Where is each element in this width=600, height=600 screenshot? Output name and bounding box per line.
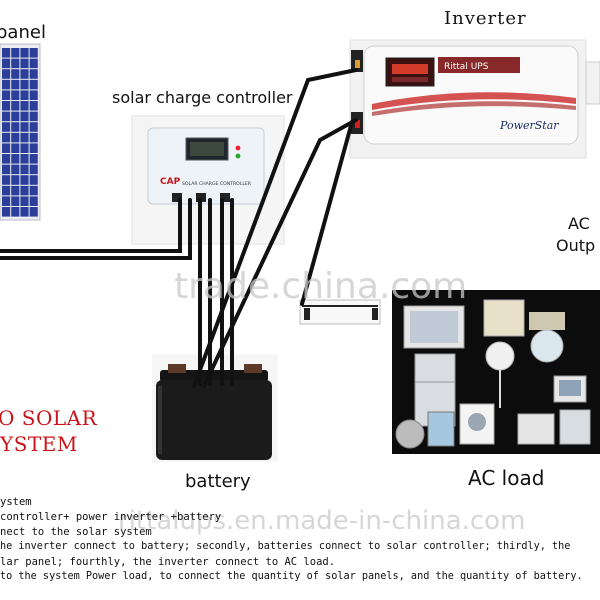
solar-cell — [20, 207, 29, 217]
solar-cell — [29, 185, 38, 196]
solar-cell — [2, 90, 11, 100]
charge-controller-label: solar charge controller — [112, 88, 293, 107]
solar-panel-label: panel — [0, 22, 46, 43]
solar-cell — [11, 90, 20, 100]
solar-cell — [11, 58, 20, 69]
note-line-1: ystem — [0, 496, 32, 508]
solar-cell — [29, 48, 38, 58]
system-title-line2: YSTEM — [0, 432, 78, 456]
battery-unit — [152, 354, 278, 462]
ac-output-label-2: Outp — [556, 236, 596, 255]
solar-cell — [2, 143, 11, 153]
solar-cell — [20, 175, 29, 185]
note-line-6: to the system Power load, to connect the… — [0, 571, 583, 582]
note-line-2: controller+ power inverter +battery — [0, 511, 222, 523]
solar-cell — [2, 69, 11, 79]
solar-cell — [2, 196, 11, 206]
solar-cell — [20, 48, 29, 58]
solar-cell — [11, 79, 20, 90]
solar-cell — [20, 143, 29, 153]
solar-cell — [20, 164, 29, 175]
inverter-brand-text: PowerStar — [499, 119, 559, 132]
solar-cell — [2, 48, 11, 58]
solar-cell — [29, 207, 38, 217]
note-line-3: nect to the solar system — [0, 526, 152, 538]
solar-cell — [29, 175, 38, 185]
solar-cell — [29, 69, 38, 79]
inverter-badge-text: Rittal UPS — [444, 62, 489, 72]
solar-cell — [20, 101, 29, 111]
solar-cell — [11, 175, 20, 185]
solar-cell — [11, 185, 20, 196]
solar-cell — [11, 69, 20, 79]
solar-cell — [20, 58, 29, 69]
ac-load-appliances — [392, 290, 600, 454]
ac-output-label-1: AC — [568, 214, 590, 233]
wiring — [0, 68, 358, 388]
solar-cell — [11, 111, 20, 122]
solar-cell — [2, 132, 11, 143]
battery-label: battery — [185, 471, 251, 492]
solar-cell — [20, 69, 29, 79]
solar-cell — [2, 175, 11, 185]
controller-led-icon — [235, 145, 241, 151]
solar-cell — [20, 122, 29, 132]
solar-cell — [20, 154, 29, 164]
solar-panel-cells — [2, 48, 38, 217]
solar-cell — [2, 111, 11, 122]
solar-cell — [2, 58, 11, 69]
inverter-unit: Rittal UPS PowerStar — [349, 39, 600, 159]
solar-cell — [29, 164, 38, 175]
solar-cell — [20, 79, 29, 90]
system-title-line1: O SOLAR — [0, 406, 98, 430]
inverter-label: Inverter — [444, 8, 527, 29]
solar-cell — [2, 101, 11, 111]
solar-cell — [29, 143, 38, 153]
ac-output-socket — [299, 299, 381, 325]
solar-cell — [29, 79, 38, 90]
solar-cell — [11, 143, 20, 153]
solar-cell — [2, 207, 11, 217]
solar-cell — [11, 154, 20, 164]
solar-cell — [29, 196, 38, 206]
solar-cell — [11, 122, 20, 132]
solar-cell — [20, 90, 29, 100]
note-line-4: he inverter connect to battery; secondly… — [0, 541, 571, 552]
solar-cell — [11, 48, 20, 58]
controller-led-icon — [235, 153, 241, 159]
solar-cell — [29, 58, 38, 69]
solar-cell — [20, 196, 29, 206]
solar-cell — [29, 154, 38, 164]
solar-panel — [0, 43, 41, 221]
solar-cell — [2, 164, 11, 175]
solar-cell — [20, 185, 29, 196]
solar-cell — [20, 132, 29, 143]
solar-cell — [11, 164, 20, 175]
solar-cell — [29, 122, 38, 132]
solar-cell — [2, 185, 11, 196]
solar-cell — [29, 111, 38, 122]
solar-cell — [29, 132, 38, 143]
controller-name-text: SOLAR CHARGE CONTROLLER — [182, 181, 252, 187]
solar-cell — [11, 196, 20, 206]
solar-cell — [29, 90, 38, 100]
watermark-bottom: rittalups.en.made-in-china.com — [118, 506, 526, 536]
watermark-center: trade.china.com — [174, 266, 468, 307]
solar-cell — [2, 79, 11, 90]
solar-cell — [20, 111, 29, 122]
solar-cell — [11, 207, 20, 217]
solar-cell — [2, 122, 11, 132]
solar-cell — [11, 101, 20, 111]
solar-cell — [2, 154, 11, 164]
note-line-5: lar panel; fourthly, the inverter connec… — [0, 556, 336, 568]
controller-brand-text: CAP — [160, 177, 181, 187]
ac-load-label: AC load — [468, 466, 545, 490]
solar-cell — [11, 132, 20, 143]
solar-cell — [29, 101, 38, 111]
